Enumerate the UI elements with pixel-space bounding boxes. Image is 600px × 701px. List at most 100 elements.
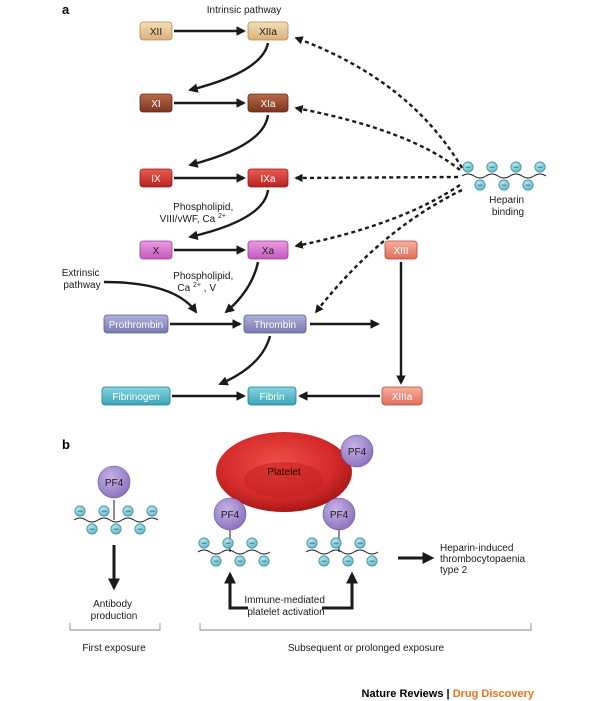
node-prothrombin: Prothrombin [103, 314, 169, 334]
minus-sign: − [309, 538, 314, 548]
svg-text:Thrombin: Thrombin [254, 320, 296, 331]
heparin-bead [246, 537, 258, 549]
svg-text:XIII: XIII [393, 246, 408, 257]
node-xiiia: XIIIa [381, 386, 423, 406]
minus-sign: − [465, 162, 470, 172]
pf4-first: PF4 [97, 465, 131, 499]
cofactor-label-2: Phospholipid, Ca 2+ , V [173, 271, 236, 294]
minus-sign: − [489, 162, 494, 172]
minus-sign: − [149, 506, 154, 516]
arrow-extrinsic [103, 280, 198, 314]
heparin-bead [498, 179, 510, 191]
heparin-bead [134, 523, 146, 535]
arrow-immune-right [322, 571, 358, 610]
svg-text:PF4: PF4 [105, 478, 124, 489]
node-thrombin: Thrombin [243, 314, 307, 334]
minus-sign: − [513, 162, 518, 172]
subsequent-exposure-label: Subsequent or prolonged exposure [288, 643, 445, 654]
svg-text:PF4: PF4 [221, 510, 240, 521]
minus-sign: − [237, 556, 242, 566]
svg-text:XIIIa: XIIIa [392, 392, 413, 403]
cofactor-label-1: Phospholipid, VIII/vWF, Ca 2+ [160, 202, 236, 225]
svg-text:Fibrinogen: Fibrinogen [112, 392, 159, 403]
heparin-bead [462, 161, 474, 173]
node-xiii: XIII [384, 240, 418, 260]
arrow-thrombin-to-fibrinogen [218, 335, 272, 386]
heparin-bead [474, 179, 486, 191]
first-exposure-label: First exposure [82, 643, 146, 654]
heparin-bead [234, 555, 246, 567]
minus-sign: − [369, 556, 374, 566]
minus-sign: − [77, 506, 82, 516]
svg-text:PF4: PF4 [348, 447, 367, 458]
heparin-bead [306, 537, 318, 549]
dashed-to-thrombin [314, 188, 463, 314]
minus-sign: − [113, 524, 118, 534]
minus-sign: − [357, 538, 362, 548]
heparin-bead [486, 161, 498, 173]
heparin-bead [74, 505, 86, 517]
panel-a-label: a [62, 2, 70, 17]
minus-sign: − [321, 556, 326, 566]
node-fibrin: Fibrin [247, 386, 297, 406]
heparin-bead [210, 555, 222, 567]
minus-sign: − [89, 524, 94, 534]
svg-text:IXa: IXa [260, 174, 275, 185]
svg-text:PF4: PF4 [330, 510, 349, 521]
heparin-bead [146, 505, 158, 517]
arrow-xa-to-prothrombin [224, 261, 260, 314]
heparin-bead [534, 161, 546, 173]
svg-text:XII: XII [150, 27, 162, 38]
arrow-xiia-to-xi [188, 42, 270, 93]
heparin-bead [222, 537, 234, 549]
heparin-bead [366, 555, 378, 567]
minus-sign: − [201, 538, 206, 548]
dashed-to-xia [294, 105, 461, 171]
minus-sign: − [137, 524, 142, 534]
heparin-bead [110, 523, 122, 535]
heparin-bead [318, 555, 330, 567]
heparin-dashed-arrows [294, 36, 464, 314]
heparin-bead [258, 555, 270, 567]
heparin-bead [342, 555, 354, 567]
pf4-platelet-right: PF4 [322, 497, 356, 531]
antibody-production-label: Antibody production [91, 599, 138, 622]
activation-arrows [170, 26, 406, 401]
heparin-bead [198, 537, 210, 549]
arrow-ixa-to-x [188, 189, 270, 240]
hit-label: Heparin-induced thrombocytopaenia type 2 [440, 543, 528, 576]
arrow-immune-left [224, 571, 248, 610]
minus-sign: − [525, 180, 530, 190]
node-x: X [139, 240, 173, 260]
pf4-platelet-top: PF4 [340, 434, 374, 468]
minus-sign: − [537, 162, 542, 172]
node-xii: XII [139, 21, 173, 41]
dashed-to-ixa [294, 173, 459, 183]
intrinsic-pathway-label: Intrinsic pathway [207, 5, 281, 16]
heparin-chain-a [461, 173, 547, 179]
platelet-label: Platelet [267, 467, 301, 478]
pf4-platelet-left: PF4 [213, 497, 247, 531]
svg-text:Xa: Xa [262, 246, 275, 257]
svg-text:XIIa: XIIa [259, 27, 277, 38]
journal-credit: Nature Reviews | Drug Discovery [362, 688, 535, 700]
heparin-chains-b [73, 517, 379, 555]
minus-sign: − [345, 556, 350, 566]
minus-sign: − [249, 538, 254, 548]
minus-sign: − [101, 506, 106, 516]
arrow-xia-to-ix [188, 114, 270, 168]
dashed-to-xa [294, 184, 461, 249]
svg-text:IX: IX [151, 174, 161, 185]
minus-sign: − [125, 506, 130, 516]
minus-sign: − [213, 556, 218, 566]
minus-sign: − [333, 538, 338, 548]
heparin-bead [510, 161, 522, 173]
heparin-bead [522, 179, 534, 191]
svg-text:XIa: XIa [260, 99, 275, 110]
svg-text:Prothrombin: Prothrombin [109, 320, 163, 331]
exposure-brackets [69, 623, 532, 631]
panel-b-label: b [62, 437, 70, 452]
svg-text:XI: XI [151, 99, 160, 110]
heparin-binding-label: Heparin binding [489, 195, 527, 218]
